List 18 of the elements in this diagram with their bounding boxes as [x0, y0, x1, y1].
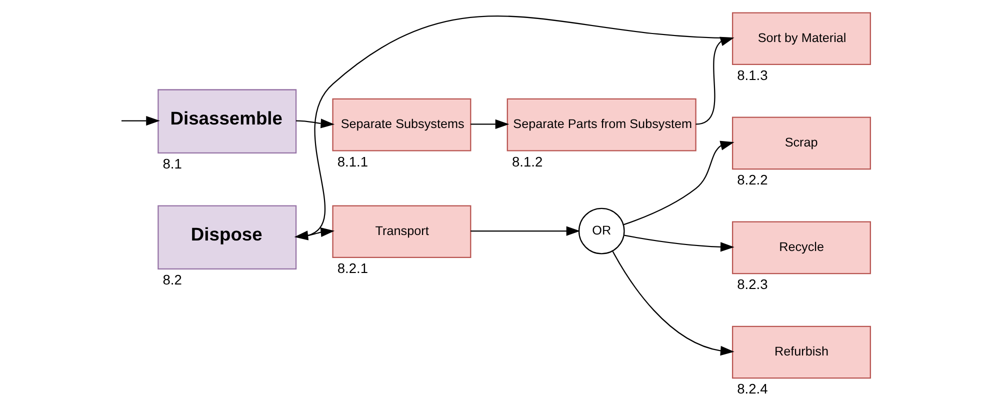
node-label: 8.1: [162, 156, 182, 172]
node-label: 8.2.4: [736, 382, 768, 397]
arrow: [120, 116, 160, 126]
node-label: 8.2: [162, 272, 182, 288]
arrow: [296, 118, 334, 128]
node-label: 8.2.2: [736, 172, 768, 188]
node-label: 8.2.3: [736, 277, 768, 292]
node-label: 8.2.1: [336, 261, 368, 276]
node-label: 8.1.1: [336, 154, 368, 170]
arrow: [624, 234, 734, 252]
arrow: [612, 251, 734, 356]
arrow: [470, 119, 509, 130]
arrow: [623, 140, 734, 226]
arrow: [296, 227, 334, 238]
node-circle: OR: [578, 208, 624, 254]
node-label: 8.1.2: [511, 154, 542, 170]
node-label: 8.1.3: [736, 68, 768, 84]
arrow: [470, 226, 580, 236]
